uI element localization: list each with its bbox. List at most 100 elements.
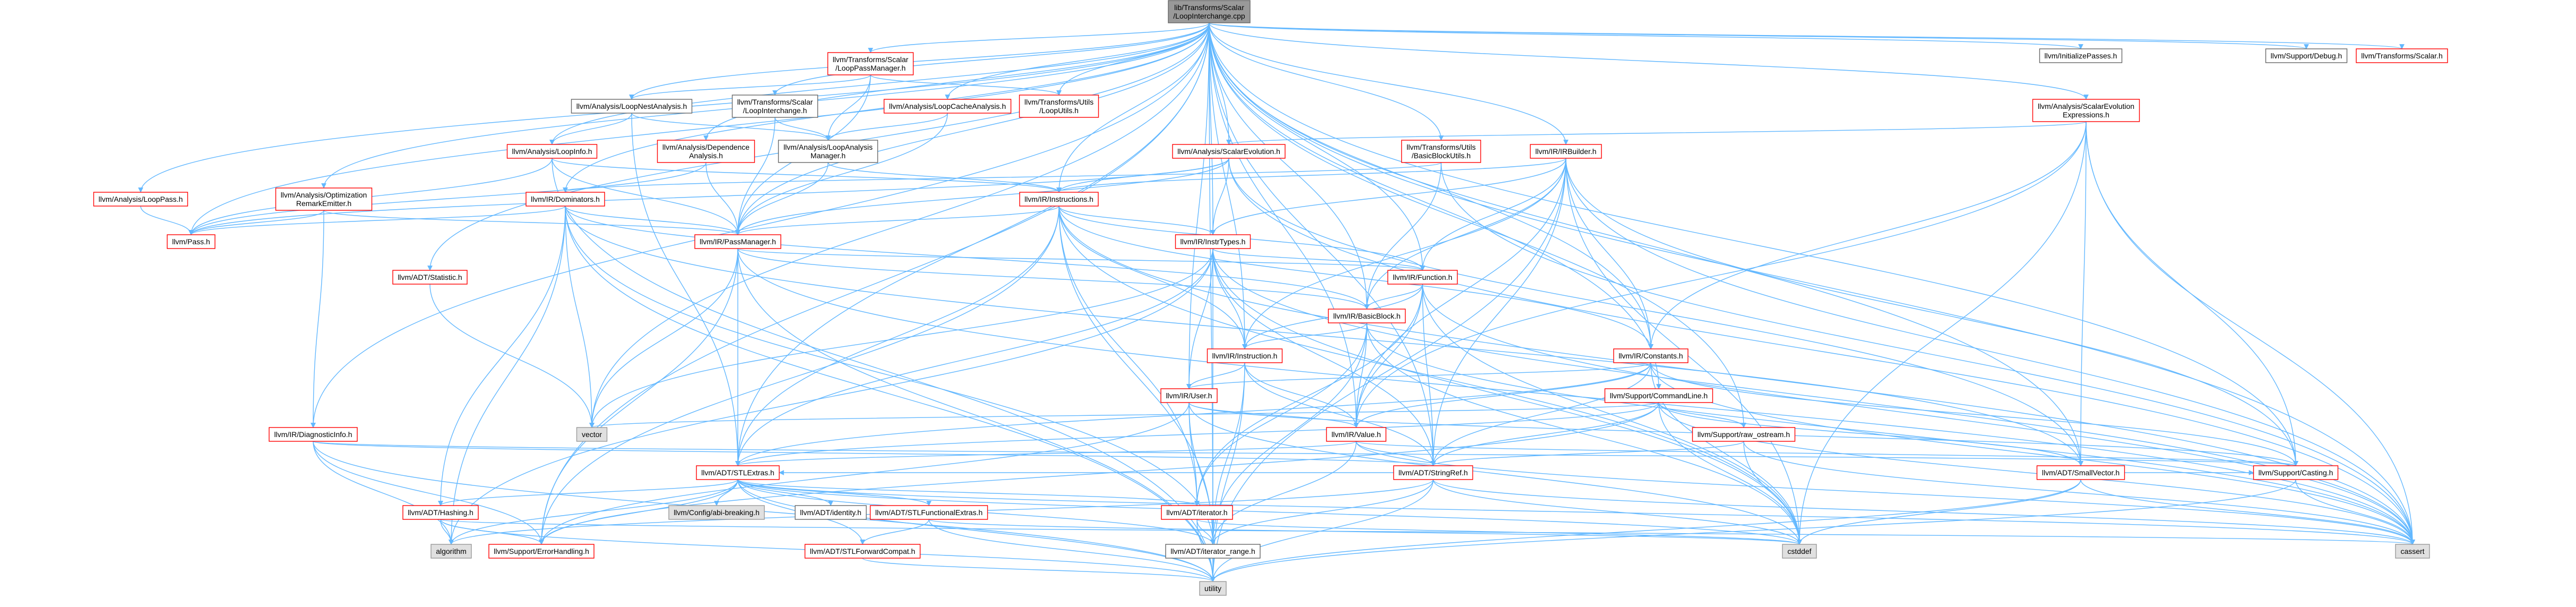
- node-label: llvm/Analysis/LoopAnalysis: [783, 143, 873, 151]
- node-box: [1168, 0, 1251, 23]
- edge-adt-iterator-to-std-cstddef: [1196, 519, 1802, 545]
- node-adt-stl-forward-compat[interactable]: llvm/ADT/STLForwardCompat.h: [804, 544, 921, 559]
- node-adt-iterator[interactable]: llvm/ADT/iterator.h: [1161, 505, 1233, 520]
- node-basic-block-utils[interactable]: llvm/Transforms/Utils/BasicBlockUtils.h: [1401, 140, 1481, 163]
- node-ir-dominators[interactable]: llvm/IR/Dominators.h: [525, 192, 605, 207]
- node-adt-identity[interactable]: llvm/ADT/identity.h: [795, 505, 867, 520]
- node-box: [2032, 99, 2140, 122]
- node-ir-inst-types[interactable]: llvm/IR/InstrTypes.h: [1175, 234, 1251, 249]
- node-box: [525, 192, 605, 207]
- edge-ir-basic-block-to-ir-instruction: [1242, 322, 1367, 349]
- node-box: [694, 234, 781, 249]
- edge-ir-pass-manager-to-ir-function: [737, 248, 1425, 271]
- node-label: llvm/ADT/iterator.h: [1166, 508, 1227, 517]
- edge-loop-nest-analysis-to-adt-stl-extras: [631, 113, 740, 466]
- node-ir-value[interactable]: llvm/IR/Value.h: [1326, 427, 1386, 442]
- node-adt-stl-extras[interactable]: llvm/ADT/STLExtras.h: [696, 465, 780, 480]
- node-label: llvm/Transforms/Utils: [1024, 98, 1093, 106]
- node-ir-constants[interactable]: llvm/IR/Constants.h: [1613, 348, 1688, 363]
- node-initialize-passes[interactable]: llvm/InitializePasses.h: [2039, 48, 2123, 63]
- node-ir-function[interactable]: llvm/IR/Function.h: [1387, 270, 1458, 285]
- edge-support-raw-ostream-to-std-cstddef: [1743, 441, 1802, 545]
- edge-ir-builder-to-ir-constants: [1565, 158, 1653, 349]
- node-label: llvm/IR/IRBuilder.h: [1535, 147, 1596, 156]
- edge-support-raw-ostream-to-adt-string-ref: [1431, 441, 1744, 466]
- edge-basic-block-utils-to-ir-dominators: [563, 162, 1442, 193]
- edge-root-to-support-command-line: [1209, 22, 1661, 389]
- edge-support-command-line-to-adt-small-vector: [1658, 402, 2083, 466]
- edge-scev-expressions-to-std-cstddef: [1797, 121, 2087, 545]
- node-ir-diagnostic-info[interactable]: llvm/IR/DiagnosticInfo.h: [269, 427, 358, 442]
- node-ir-user[interactable]: llvm/IR/User.h: [1160, 388, 1218, 403]
- node-loop-pass[interactable]: llvm/Analysis/LoopPass.h: [93, 192, 188, 207]
- node-label: llvm/Transforms/Scalar: [737, 98, 813, 106]
- edge-adt-hashing-to-std-algorithm: [440, 519, 454, 545]
- edge-ir-basic-block-to-ir-value: [1354, 322, 1367, 428]
- node-label: llvm/IR/User.h: [1166, 391, 1212, 400]
- node-loop-cache-analysis[interactable]: llvm/Analysis/LoopCacheAnalysis.h: [883, 99, 1012, 114]
- node-box: [2265, 48, 2348, 63]
- edge-ir-constants-to-support-casting: [1650, 362, 2298, 466]
- node-support-raw-ostream[interactable]: llvm/Support/raw_ostream.h: [1692, 427, 1796, 442]
- node-box: [1530, 144, 1602, 159]
- node-label: llvm/IR/Constants.h: [1618, 352, 1683, 360]
- node-ir-instruction[interactable]: llvm/IR/Instruction.h: [1207, 348, 1283, 363]
- edge-ir-basic-block-to-std-cstddef: [1366, 322, 1802, 545]
- node-box: [392, 270, 468, 285]
- node-adt-hashing[interactable]: llvm/ADT/Hashing.h: [402, 505, 479, 520]
- node-transforms-scalar[interactable]: llvm/Transforms/Scalar.h: [2356, 48, 2448, 63]
- node-label: cstddef: [1787, 547, 1811, 555]
- edge-root-to-loop-info: [549, 22, 1210, 145]
- node-adt-string-ref[interactable]: llvm/ADT/StringRef.h: [1393, 465, 1474, 480]
- node-adt-iterator-range[interactable]: llvm/ADT/iterator_range.h: [1165, 544, 1261, 559]
- edge-adt-stl-extras-to-std-utility: [737, 479, 1216, 582]
- node-scalar-evolution[interactable]: llvm/Analysis/ScalarEvolution.h: [1172, 144, 1286, 159]
- node-label: llvm/IR/BasicBlock.h: [1333, 312, 1401, 320]
- node-loop-utils[interactable]: llvm/Transforms/Utils/LoopUtils.h: [1019, 95, 1099, 118]
- node-loop-interchange-h[interactable]: llvm/Transforms/Scalar/LoopInterchange.h: [731, 95, 819, 118]
- edge-loop-info-to-ir-pass-manager: [552, 158, 740, 235]
- node-support-error-handling[interactable]: llvm/Support/ErrorHandling.h: [488, 544, 595, 559]
- node-label: llvm/IR/Value.h: [1331, 430, 1381, 439]
- node-loop-pass-manager[interactable]: llvm/Transforms/Scalar/LoopPassManager.h: [827, 52, 914, 75]
- node-loop-nest-analysis[interactable]: llvm/Analysis/LoopNestAnalysis.h: [571, 99, 693, 114]
- edge-support-command-line-to-std-vector: [589, 402, 1659, 428]
- node-box: [1692, 427, 1796, 442]
- node-box: [1161, 505, 1233, 520]
- edge-ir-pass-manager-to-ir-basic-block: [737, 248, 1369, 310]
- node-scev-expressions[interactable]: llvm/Analysis/ScalarEvolutionExpressions…: [2032, 99, 2140, 122]
- node-adt-stl-functional-extras[interactable]: llvm/ADT/STLFunctionalExtras.h: [869, 505, 988, 520]
- node-box: [488, 544, 595, 559]
- node-box: [2036, 465, 2125, 480]
- edge-ir-instructions-to-ir-instruction: [1058, 206, 1247, 349]
- node-llvm-pass[interactable]: llvm/Pass.h: [167, 234, 216, 249]
- node-ir-instructions[interactable]: llvm/IR/Instructions.h: [1019, 192, 1099, 207]
- edge-root-to-ir-function: [1209, 22, 1425, 271]
- node-support-debug[interactable]: llvm/Support/Debug.h: [2265, 48, 2348, 63]
- node-label: llvm/Support/ErrorHandling.h: [494, 547, 589, 555]
- node-label: llvm/Analysis/LoopPass.h: [99, 195, 183, 203]
- node-box: [827, 52, 914, 75]
- node-label: llvm/Analysis/LoopInfo.h: [512, 147, 592, 156]
- node-std-cassert: cassert: [2395, 544, 2430, 559]
- node-loop-info[interactable]: llvm/Analysis/LoopInfo.h: [506, 144, 598, 159]
- edge-ir-inst-types-to-ir-function: [1212, 248, 1425, 271]
- node-ir-builder[interactable]: llvm/IR/IRBuilder.h: [1530, 144, 1602, 159]
- edge-ir-function-to-adt-iterator: [1194, 284, 1423, 506]
- edge-scev-expressions-to-ir-value: [1354, 121, 2087, 428]
- edge-adt-small-vector-to-std-cassert: [2080, 479, 2415, 545]
- edge-ir-instruction-to-ir-value: [1244, 362, 1359, 428]
- node-opt-remark-emitter[interactable]: llvm/Analysis/OptimizationRemarkEmitter.…: [275, 187, 373, 211]
- node-ir-pass-manager[interactable]: llvm/IR/PassManager.h: [694, 234, 781, 249]
- node-adt-small-vector[interactable]: llvm/ADT/SmallVector.h: [2036, 465, 2125, 480]
- node-ir-basic-block[interactable]: llvm/IR/BasicBlock.h: [1328, 309, 1406, 323]
- node-adt-statistic[interactable]: llvm/ADT/Statistic.h: [392, 270, 468, 285]
- edge-ir-builder-to-std-utility: [1210, 158, 1566, 582]
- node-label: llvm/IR/Instructions.h: [1024, 195, 1093, 203]
- edge-root-to-scev-expressions: [1209, 22, 2089, 100]
- node-support-casting[interactable]: llvm/Support/Casting.h: [2253, 465, 2339, 480]
- edge-loop-cache-analysis-to-loop-analysis-manager: [825, 113, 948, 141]
- node-support-command-line[interactable]: llvm/Support/CommandLine.h: [1604, 388, 1713, 403]
